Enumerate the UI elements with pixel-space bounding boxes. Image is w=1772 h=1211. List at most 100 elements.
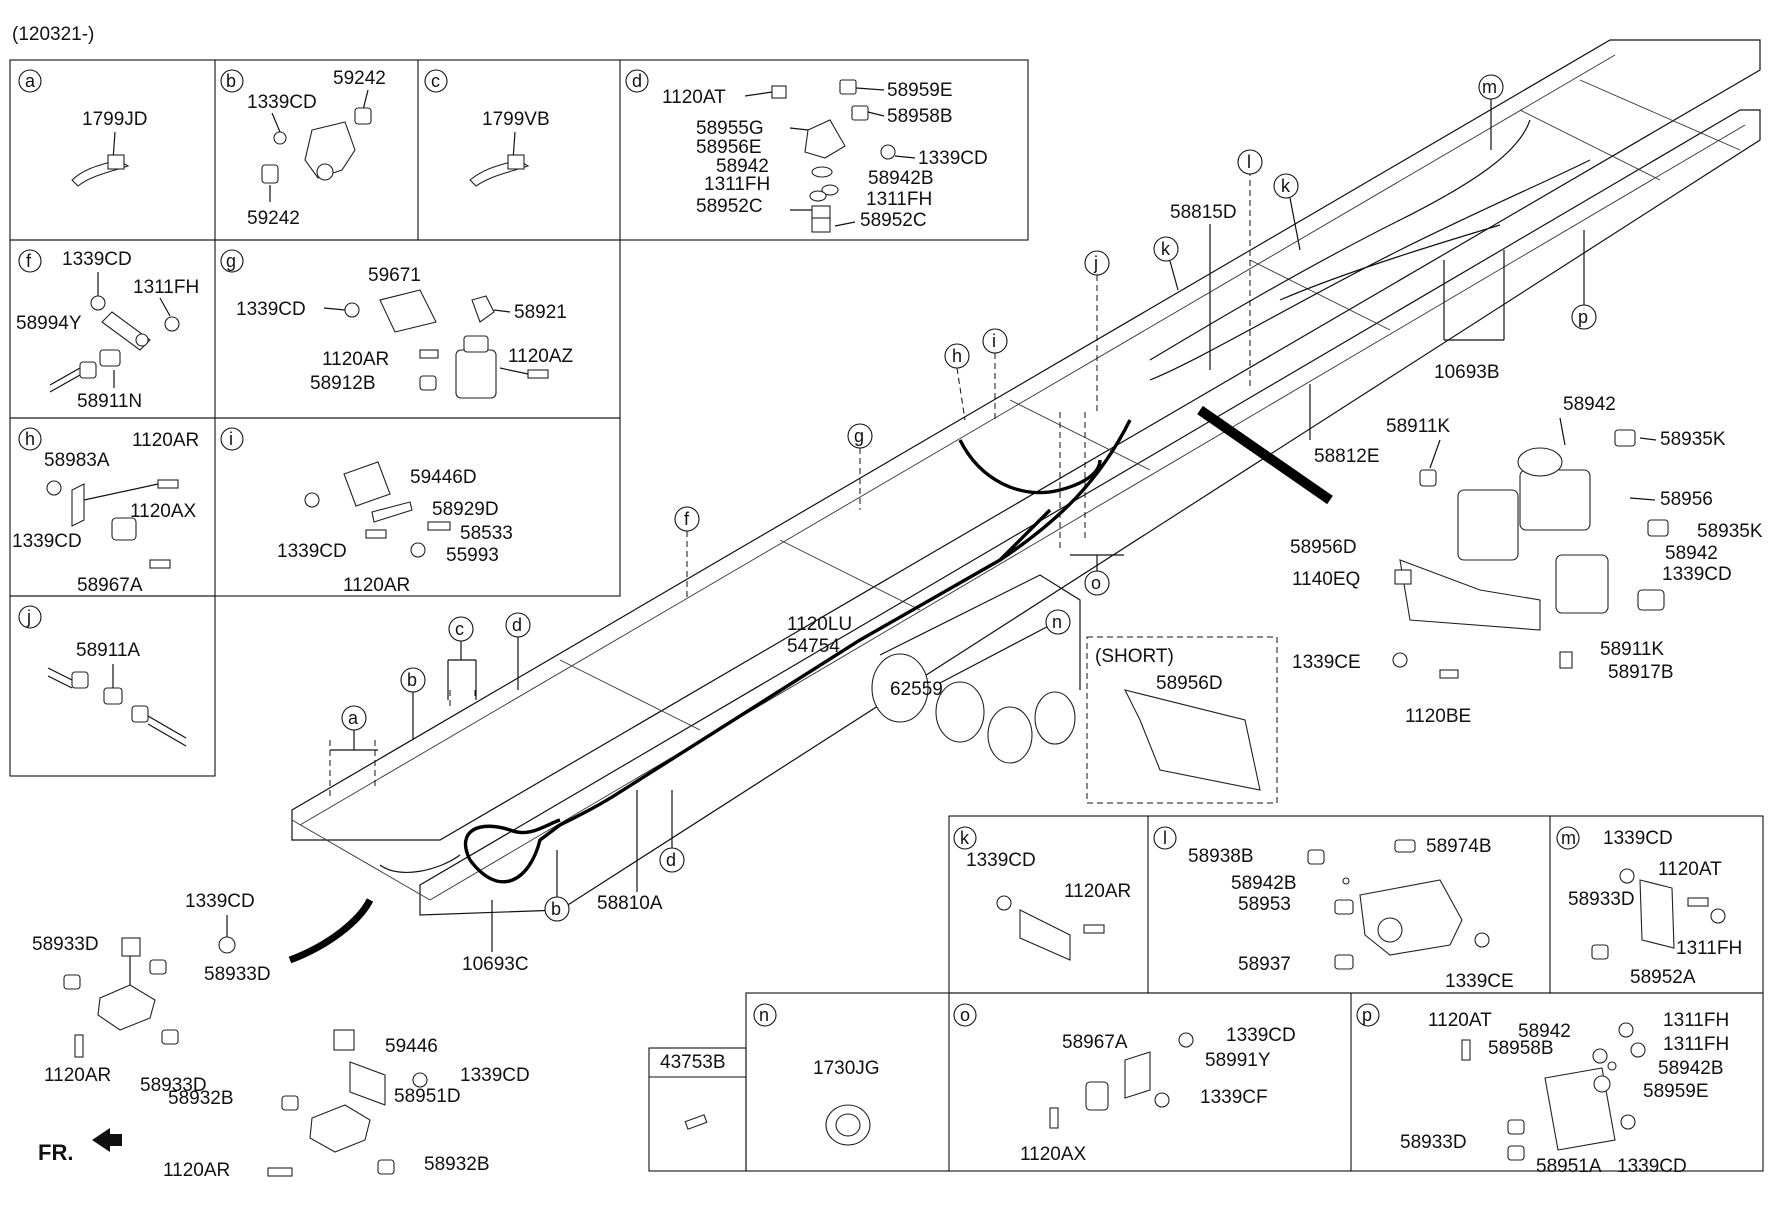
callout-label: n xyxy=(1052,612,1062,632)
part-label: 1120AR xyxy=(1064,881,1131,902)
part-label: 58933D xyxy=(140,1075,207,1096)
box-i-letter: i xyxy=(229,429,233,449)
part-label: 1120AR xyxy=(163,1160,230,1181)
nut-icon xyxy=(1710,908,1726,924)
nut-icon xyxy=(90,295,106,311)
part-label: 58967A xyxy=(77,575,143,596)
part-label: 58810A xyxy=(597,893,663,914)
part-label: 1120AT xyxy=(1658,859,1722,880)
valve-assembly-right: 58942 58911K 58935K 58956 58935K 58942 5… xyxy=(1290,394,1763,727)
part-label: 58958B xyxy=(1488,1038,1554,1059)
bracket-icon xyxy=(1019,909,1071,961)
front-arrow-icon xyxy=(92,1128,122,1152)
fitting-icon xyxy=(1419,469,1437,487)
detail-box-o: o 58967A 1339CD 58991Y 1339CF 1120AX xyxy=(953,1003,1296,1165)
part-label: 1339CD xyxy=(247,92,317,113)
box-h-letter: h xyxy=(25,429,35,449)
fitting-icon xyxy=(839,79,857,95)
part-label: 1120AZ xyxy=(508,346,574,367)
detail-box-d: d 1120AT 58959E 58958B 58955G 58956E 133… xyxy=(625,69,988,233)
washer-icon xyxy=(811,166,833,178)
part-label: 58938B xyxy=(1188,846,1254,867)
bolt-icon xyxy=(771,85,787,99)
relay-valve-icon xyxy=(1519,469,1591,531)
part-label: 58952C xyxy=(860,210,927,231)
part-label: 1339CD xyxy=(12,531,82,552)
fitting-icon xyxy=(1307,849,1325,865)
clamp-icon xyxy=(1085,1081,1109,1111)
bolt-icon xyxy=(365,529,387,539)
callout-label: j xyxy=(1093,253,1098,273)
part-label: 58921 xyxy=(514,302,567,323)
part-label: 58933D xyxy=(1400,1132,1467,1153)
part-label: 58974B xyxy=(1426,836,1492,857)
part-label: 10693C xyxy=(462,954,529,975)
fitting-icon xyxy=(261,164,279,184)
part-label: 58952C xyxy=(696,196,763,217)
fitting-icon xyxy=(71,671,89,689)
part-label: 1339CD xyxy=(1662,564,1732,585)
detail-box-i: i 59446D 58929D 1339CD 58533 55993 1120A… xyxy=(220,427,513,596)
part-label: 58933D xyxy=(32,934,99,955)
nut-icon xyxy=(1474,932,1490,948)
nut-icon xyxy=(412,1072,428,1088)
front-label: FR. xyxy=(38,1140,73,1165)
fitting-icon xyxy=(377,1159,395,1175)
bracket-icon xyxy=(804,119,846,159)
callout-circle-b xyxy=(220,69,244,93)
detail-box-j: j 58911A xyxy=(18,605,187,747)
part-label: 59242 xyxy=(333,68,386,89)
valve-block-icon xyxy=(304,121,356,179)
relay-valve-icon xyxy=(1457,489,1519,561)
part-label: 1339CD xyxy=(62,249,132,270)
callout-label: b xyxy=(407,670,417,690)
fitting-icon xyxy=(419,375,437,391)
relay-valve-icon xyxy=(1359,879,1463,956)
bracket-icon xyxy=(1639,879,1675,949)
part-label: 1339CD xyxy=(1603,828,1673,849)
detail-box-n: n 1730JG xyxy=(753,1003,880,1146)
nut-icon xyxy=(304,492,320,508)
fitting-icon xyxy=(1614,429,1636,447)
bolt-icon xyxy=(157,479,179,489)
bracket-icon xyxy=(379,289,437,333)
fitting-icon xyxy=(1637,589,1665,611)
part-label: 58942 xyxy=(1665,543,1718,564)
bolt-icon xyxy=(1083,924,1105,934)
bolt-icon xyxy=(1394,569,1412,585)
clip-icon xyxy=(684,1114,708,1130)
part-label: 1311FH xyxy=(133,277,199,298)
pipe-clip-icon xyxy=(371,501,413,523)
elbow-fitting-icon xyxy=(471,295,495,323)
washer-icon xyxy=(1630,1042,1646,1058)
part-label: 1311FH xyxy=(704,174,770,195)
part-label: 58935K xyxy=(1697,521,1763,542)
part-label: 58959E xyxy=(1643,1081,1709,1102)
box-n-letter: n xyxy=(759,1005,769,1025)
part-label: 1311FH xyxy=(1663,1034,1729,1055)
fitting-icon xyxy=(99,349,121,367)
bolt-icon xyxy=(1461,1039,1471,1061)
part-label: 58956D xyxy=(1290,537,1357,558)
part-label: 58952A xyxy=(1630,967,1696,988)
washer-icon xyxy=(1618,1022,1634,1038)
box-m-letter: m xyxy=(1561,828,1576,848)
part-label: 1120BE xyxy=(1405,706,1471,727)
tie-head-icon xyxy=(107,154,125,170)
part-label: 58911K xyxy=(1386,416,1450,437)
detail-box-h: h 1120AR 58983A 1120AX 1339CD 58967A xyxy=(12,427,199,596)
box-l-letter: l xyxy=(1163,828,1167,848)
box-f-letter: f xyxy=(26,251,32,271)
part-label: 58533 xyxy=(460,523,513,544)
part-label: 58942B xyxy=(1658,1058,1724,1079)
part-label: 59671 xyxy=(368,265,421,286)
box-o-letter: o xyxy=(960,1005,970,1025)
detail-box-g: g 59671 1339CD 58921 1120AR 1120AZ 58912… xyxy=(220,249,574,399)
box-c-letter: c xyxy=(431,71,440,91)
fitting-icon xyxy=(161,1029,179,1045)
part-label: 1120AR xyxy=(44,1065,111,1086)
diagram-code: (120321-) xyxy=(12,24,94,45)
main-labels: 58815D 10693B 58812E 1120LU 54754 62559 … xyxy=(462,202,1505,975)
nut-icon xyxy=(46,480,62,496)
fitting-icon xyxy=(333,1029,355,1051)
